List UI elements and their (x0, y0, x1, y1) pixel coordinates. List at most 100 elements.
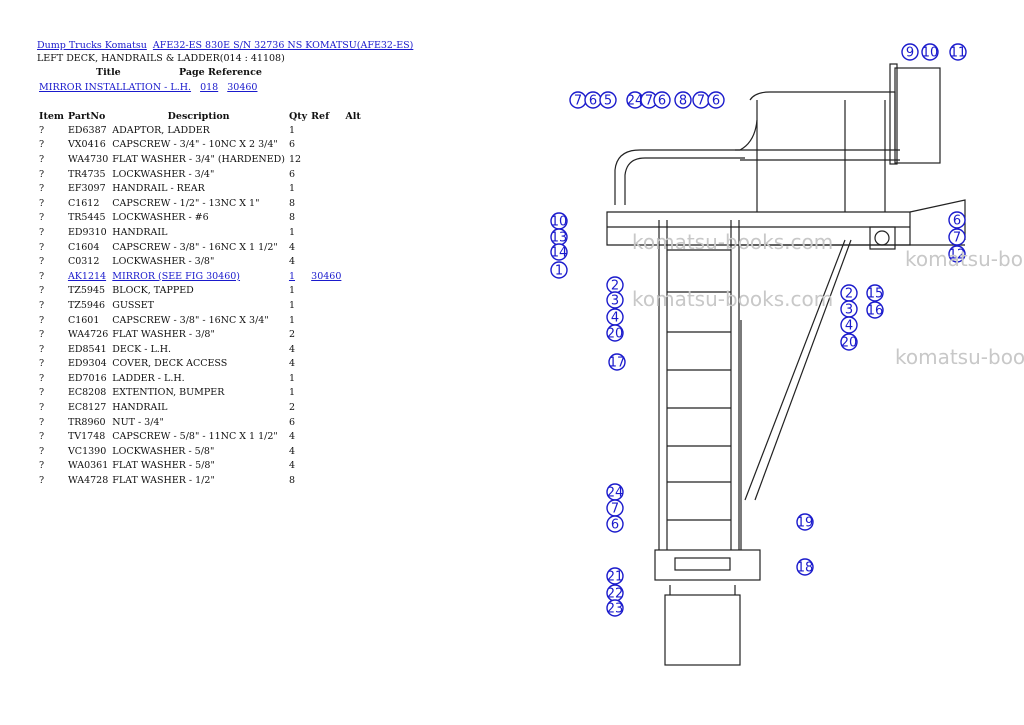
svg-text:6: 6 (589, 94, 597, 109)
callout-10: 10 (550, 212, 568, 230)
reference-page-link[interactable]: 018 (200, 82, 219, 93)
watermark: komatsu-books.com (632, 230, 834, 254)
ref-cell (309, 459, 343, 474)
callout-16: 16 (866, 301, 884, 319)
item-cell: ? (39, 153, 45, 165)
svg-text:21: 21 (607, 570, 624, 585)
item-cell: ? (39, 358, 45, 370)
description-cell: FLAT WASHER - 1/2" (112, 475, 215, 487)
qty-cell[interactable]: 1 (288, 270, 296, 282)
item-cell: ? (39, 329, 45, 341)
partno-cell: C1601 (67, 314, 100, 326)
partno-cell: WA4730 (67, 153, 109, 165)
partno-cell: ED8541 (67, 343, 107, 355)
svg-text:24: 24 (607, 486, 624, 501)
partno-cell[interactable]: AK1214 (67, 270, 107, 282)
watermark: komatsu-books.com (905, 247, 1024, 271)
partno-cell: ED6387 (67, 124, 107, 136)
callout-18: 18 (796, 558, 814, 576)
column-header-alt: Alt (345, 110, 361, 122)
svg-text:22: 22 (607, 587, 624, 602)
qty-cell: 8 (288, 197, 296, 209)
svg-text:24: 24 (627, 94, 644, 109)
item-cell: ? (39, 402, 45, 414)
svg-text:2: 2 (611, 279, 619, 294)
description-cell: LOCKWASHER - #6 (112, 212, 209, 224)
svg-text:6: 6 (712, 94, 720, 109)
svg-text:17: 17 (609, 356, 626, 371)
ref-cell (309, 181, 343, 196)
breadcrumb-link-category[interactable]: Dump Trucks Komatsu (37, 40, 147, 51)
ref-cell (309, 400, 343, 415)
svg-text:1: 1 (555, 264, 563, 279)
item-cell: ? (39, 285, 45, 297)
breadcrumb-link-model[interactable]: AFE32-ES 830E S/N 32736 NS KOMATSU(AFE32… (152, 40, 414, 51)
callout-20: 20 (840, 333, 858, 351)
svg-text:3: 3 (845, 303, 853, 318)
svg-text:6: 6 (611, 518, 619, 533)
callout-7: 7 (692, 91, 710, 109)
column-header-partno: PartNo (67, 110, 106, 122)
partno-cell: EF3097 (67, 183, 106, 195)
ref-cell (309, 415, 343, 430)
description-cell: HANDRAIL (112, 402, 168, 414)
ref-cell (309, 123, 343, 138)
reference-title-link[interactable]: MIRROR INSTALLATION - L.H. (39, 82, 192, 93)
parts-table-header: Item PartNo Description Qty Ref Alt (37, 109, 363, 123)
alt-cell (343, 181, 362, 196)
partno-cell: ED9304 (67, 358, 107, 370)
qty-cell: 1 (288, 124, 296, 136)
qty-cell: 2 (288, 402, 296, 414)
qty-cell: 8 (288, 475, 296, 487)
watermark: komatsu-books.com (632, 287, 834, 311)
qty-cell: 1 (288, 387, 296, 399)
alt-cell (343, 400, 362, 415)
ref-cell (309, 254, 343, 269)
qty-cell: 6 (288, 168, 296, 180)
callout-1: 1 (550, 261, 568, 279)
alt-cell (343, 298, 362, 313)
callout-22: 22 (606, 584, 624, 602)
svg-text:18: 18 (797, 561, 814, 576)
description-cell[interactable]: MIRROR (SEE FIG 30460) (112, 270, 241, 282)
description-cell: LADDER - L.H. (112, 372, 185, 384)
callout-4: 4 (840, 316, 858, 334)
ref-cell (309, 327, 343, 342)
callout-19: 19 (796, 513, 814, 531)
qty-cell: 4 (288, 343, 296, 355)
svg-text:23: 23 (607, 602, 624, 617)
partno-cell: VC1390 (67, 445, 107, 457)
table-row[interactable]: ? AK1214 MIRROR (SEE FIG 30460) 1 30460 (37, 269, 363, 284)
callout-6: 6 (707, 91, 725, 109)
qty-cell: 4 (288, 358, 296, 370)
ref-cell[interactable]: 30460 (311, 270, 342, 282)
callout-4: 4 (606, 308, 624, 326)
item-cell: ? (39, 475, 45, 487)
ref-cell (309, 196, 343, 211)
callout-8: 8 (674, 91, 692, 109)
qty-cell: 1 (288, 314, 296, 326)
qty-cell: 4 (288, 460, 296, 472)
svg-text:11: 11 (950, 46, 967, 61)
qty-cell: 1 (288, 285, 296, 297)
qty-cell: 6 (288, 139, 296, 151)
item-cell: ? (39, 270, 45, 282)
ref-cell (309, 357, 343, 372)
ref-cell (309, 429, 343, 444)
callout-24: 24 (606, 483, 624, 501)
item-cell: ? (39, 299, 45, 311)
svg-text:15: 15 (867, 287, 884, 302)
reference-ref-link[interactable]: 30460 (227, 82, 258, 93)
partno-cell: WA4728 (67, 475, 109, 487)
partno-cell: VX0416 (67, 139, 106, 151)
item-cell: ? (39, 416, 45, 428)
partno-cell: EC8208 (67, 387, 107, 399)
alt-cell (343, 459, 362, 474)
